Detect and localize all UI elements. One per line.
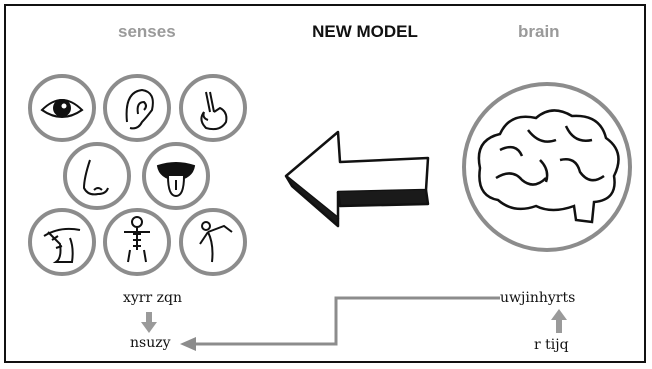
down-arrow-icon [141, 312, 157, 333]
arrow-left-icon [286, 132, 428, 226]
body-icon [124, 217, 150, 262]
eye-icon [42, 100, 82, 117]
hand-icon [44, 229, 80, 262]
flow-arrowhead [180, 337, 196, 351]
label-bottom-right: r tijq [534, 337, 569, 353]
balance-circle [181, 210, 245, 274]
label-top-left: xyrr zqn [123, 290, 182, 306]
finger-icon [201, 92, 226, 129]
brain-icon [479, 110, 619, 222]
tongue-icon [158, 163, 194, 196]
nose-circle [65, 144, 129, 208]
ear-icon [127, 90, 153, 128]
up-arrow-icon [551, 309, 567, 333]
flow-connector [196, 298, 500, 344]
brain-circle [464, 84, 630, 250]
nose-icon [84, 160, 108, 194]
label-bottom-left: nsuzy [130, 335, 171, 351]
label-top-right: uwjinhyrts [500, 290, 575, 306]
balance-icon [200, 222, 232, 262]
hand-circle [30, 210, 94, 274]
